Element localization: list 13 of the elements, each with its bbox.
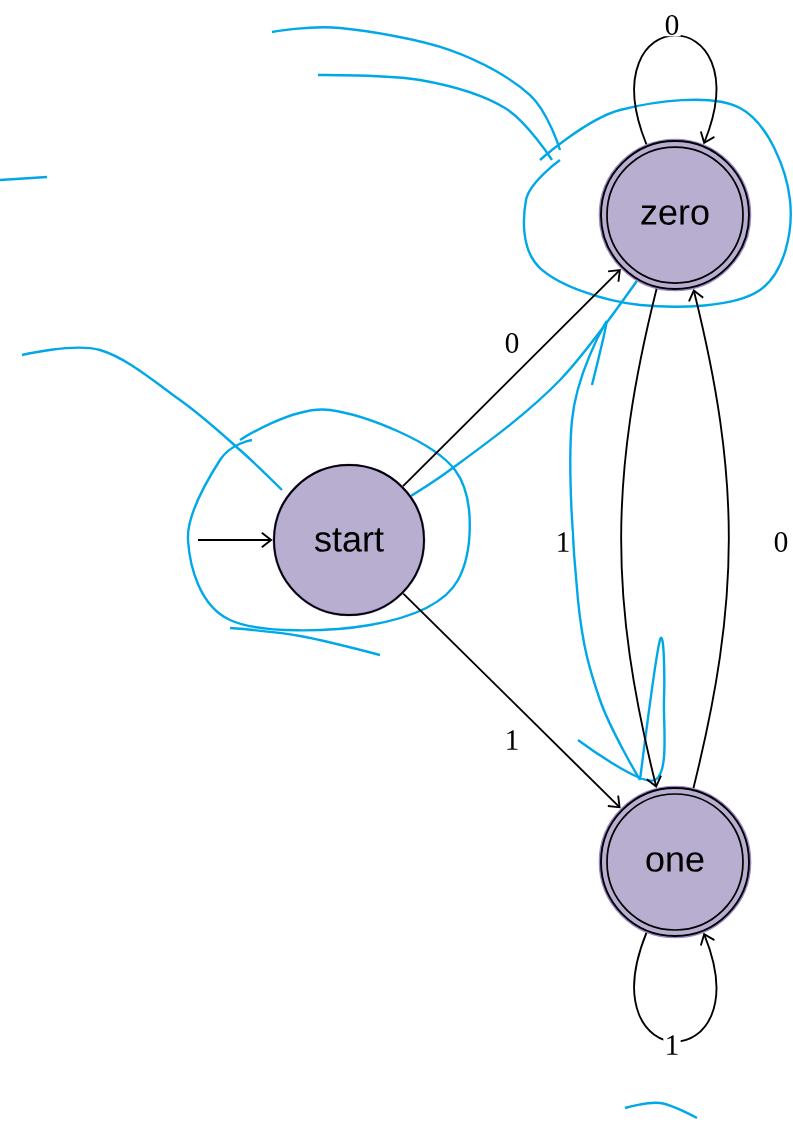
arrow [633, 34, 718, 146]
arrow [688, 289, 730, 789]
edge-label: 1 [503, 729, 521, 751]
edge-label: 1 [554, 531, 572, 554]
edge-label: 1 [663, 1034, 681, 1056]
arrow [620, 288, 662, 788]
edge-label: 0 [772, 530, 790, 554]
arrow [197, 531, 273, 549]
edge-label: 0 [503, 331, 521, 355]
arrow [402, 268, 621, 488]
arrow [633, 931, 718, 1043]
arrow [402, 592, 621, 809]
edge-label: 0 [663, 13, 681, 37]
